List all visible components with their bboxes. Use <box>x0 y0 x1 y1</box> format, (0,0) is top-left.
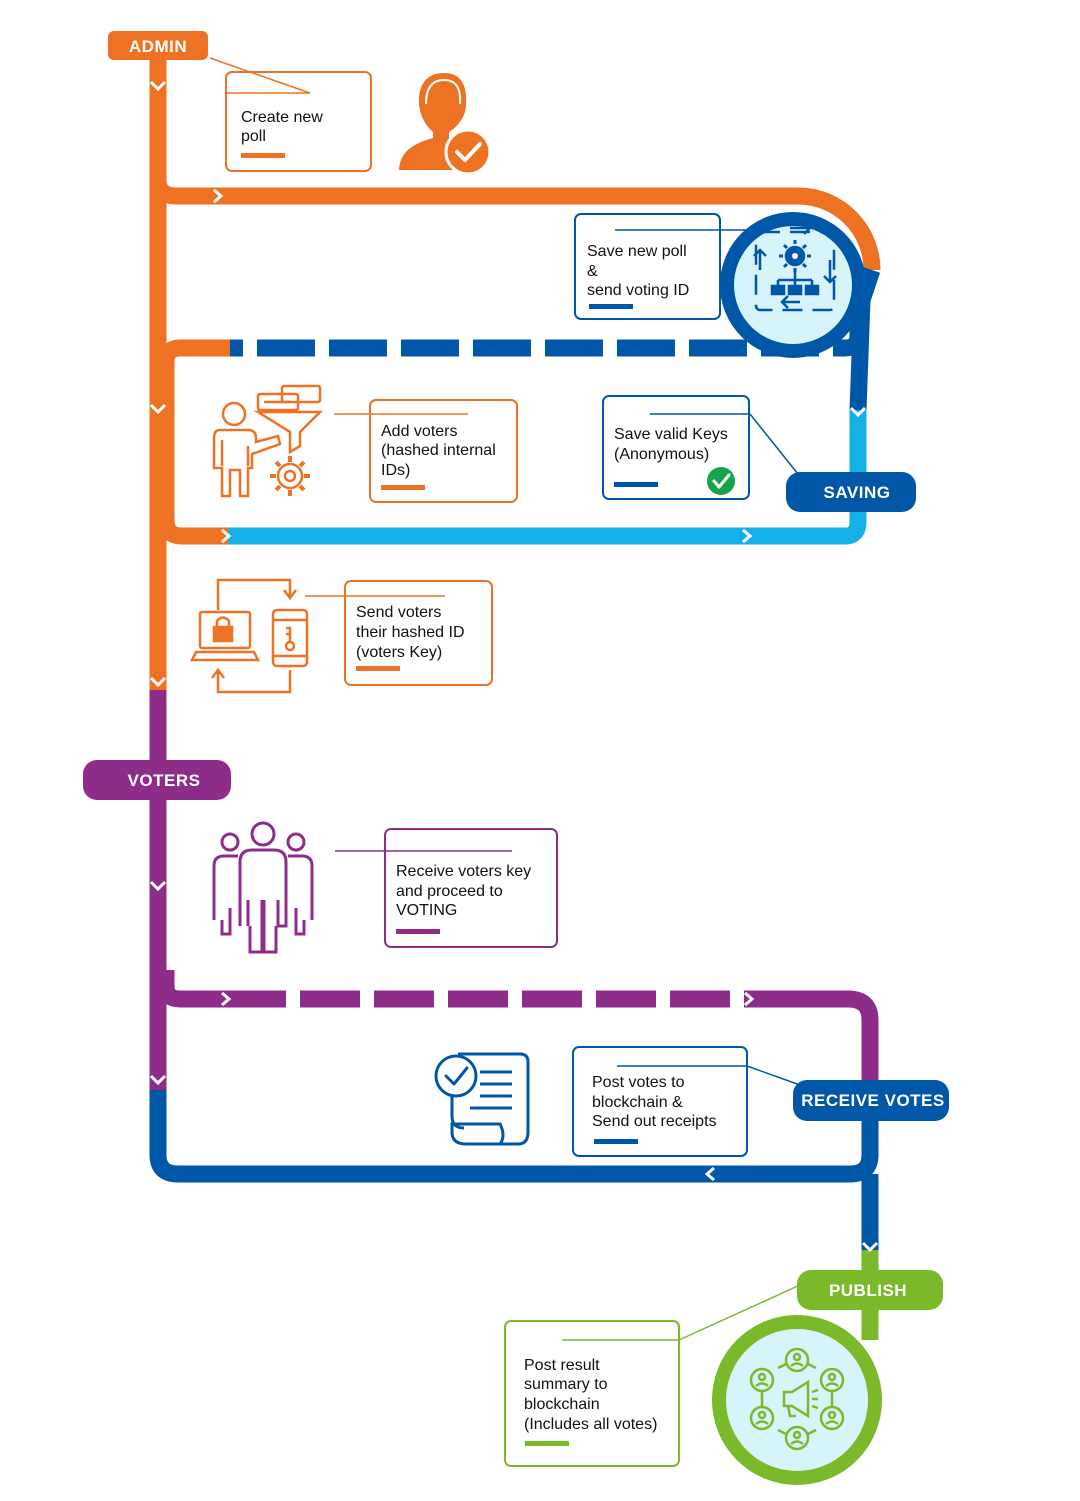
check-circle-icon <box>707 467 735 495</box>
step-post-votes: Post votes to blockchain & Send out rece… <box>572 1046 801 1157</box>
admin-track-to-save <box>149 179 881 271</box>
step-save-keys: Save valid Keys (Anonymous) <box>602 395 799 500</box>
label-receive-votes-text: RECEIVE VOTES <box>801 1091 944 1110</box>
megaphone-network-icon <box>749 1347 845 1451</box>
laptop-lock-phone-key-icon <box>189 578 309 694</box>
step-post-votes-text: Post votes to blockchain & Send out rece… <box>592 1074 717 1130</box>
label-publish-text: PUBLISH <box>829 1281 907 1300</box>
step-receive-key-text: Receive voters key and proceed to VOTING <box>396 863 536 919</box>
document-check-icon <box>434 1052 530 1146</box>
admin-user-check-icon <box>399 73 492 176</box>
step-send-voters-text: Send voters their hashed ID (voters Key) <box>356 604 469 661</box>
label-saving-text: SAVING <box>824 483 891 502</box>
step-save-keys-text: Save valid Keys (Anonymous) <box>614 426 732 463</box>
label-receive-votes: RECEIVE VOTES <box>793 1080 949 1121</box>
label-admin-text: ADMIN <box>129 37 187 56</box>
step-send-voters: Send voters their hashed ID (voters Key) <box>305 580 493 686</box>
person-gear-funnel-icon <box>212 384 324 498</box>
add-voters-track-left <box>157 339 230 545</box>
step-post-result-text: Post result summary to blockchain (Inclu… <box>524 1357 657 1433</box>
step-save-poll: Save new poll & send voting ID <box>574 213 748 320</box>
step-post-result: Post result summary to blockchain (Inclu… <box>504 1284 801 1467</box>
receive-track <box>149 1080 879 1183</box>
step-create-poll-text: Create new poll <box>241 109 327 145</box>
label-voters-text: VOTERS <box>128 771 201 790</box>
saving-track <box>228 410 867 545</box>
step-receive-key: Receive voters key and proceed to VOTING <box>335 828 558 948</box>
label-admin: ADMIN <box>108 31 208 60</box>
publish-circle <box>712 1315 882 1485</box>
people-group-icon <box>212 821 314 954</box>
voters-track-right <box>760 990 879 1080</box>
label-saving: SAVING <box>786 472 916 512</box>
label-publish: PUBLISH <box>797 1270 943 1310</box>
step-add-voters-text: Add voters (hashed internal IDs) <box>381 423 500 479</box>
voters-track-dashed <box>157 970 226 1008</box>
workflow-gear-icon <box>753 221 837 312</box>
track-arrows <box>149 80 879 1253</box>
label-voters: VOTERS <box>83 760 231 800</box>
save-track-dashed <box>230 310 867 357</box>
step-create-poll: Create new poll <box>209 57 372 172</box>
step-add-voters: Add voters (hashed internal IDs) <box>334 399 518 503</box>
step-save-poll-text: Save new poll & send voting ID <box>587 243 691 299</box>
